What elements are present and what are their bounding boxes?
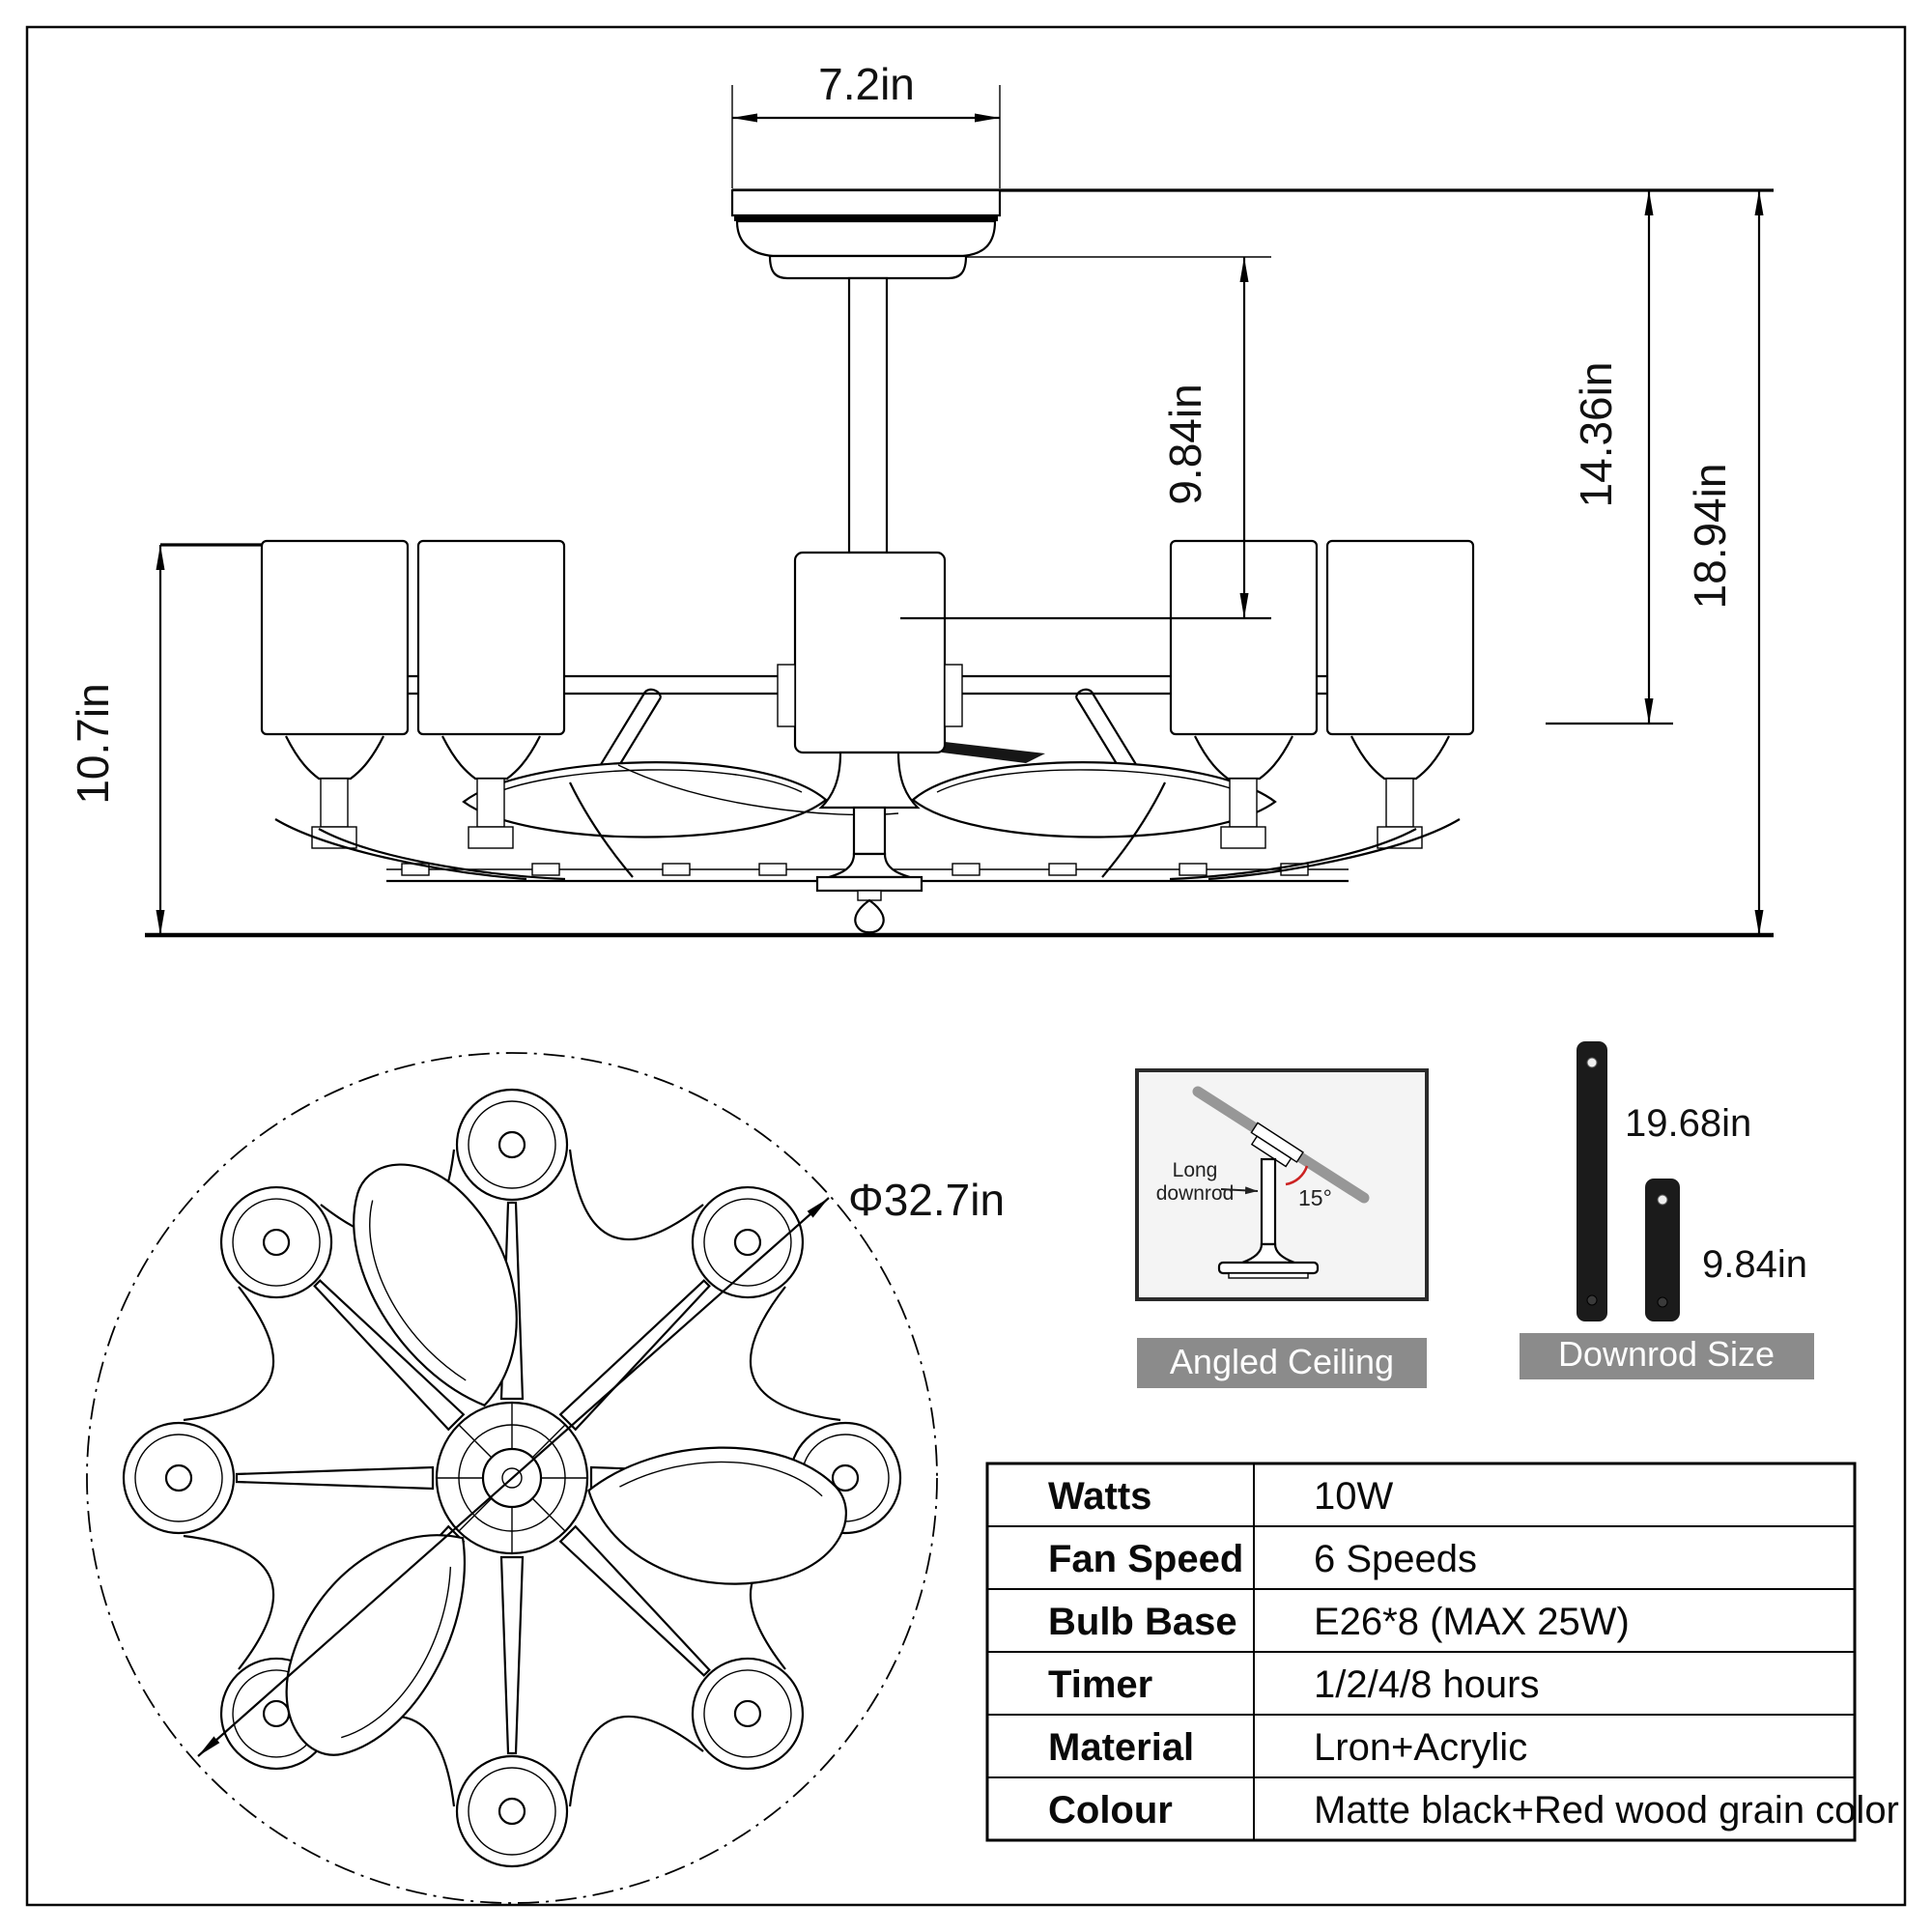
lamp-shades <box>260 539 1475 736</box>
downrod-short-label: 9.84in <box>1702 1243 1807 1286</box>
rail-joint <box>952 863 980 876</box>
cage-curve <box>569 781 634 878</box>
downrod-size-panel: 19.68in 9.84in Downrod Size <box>1520 1041 1814 1379</box>
canopy-band <box>734 214 998 221</box>
long-downrod-note-1: Long <box>1173 1159 1218 1181</box>
downrod-hole <box>1657 1194 1668 1206</box>
rail-joint <box>1048 863 1077 876</box>
spec-row-label: Timer <box>1048 1663 1152 1706</box>
fan-blade-right-line <box>936 769 1247 795</box>
downrod-hole <box>1586 1294 1598 1306</box>
rail-joint <box>758 863 787 876</box>
spec-table: Watts 10W Fan Speed 6 Speeds Bulb Base E… <box>985 1462 1899 1842</box>
fan-blade-edge-dark <box>942 742 1045 763</box>
angle-arc <box>1285 1165 1309 1186</box>
lamp-socket-cap <box>1220 826 1266 849</box>
spec-row-label: Watts <box>1048 1475 1151 1518</box>
fan-blade-left-line <box>492 769 803 795</box>
spec-row-label: Colour <box>1048 1789 1173 1832</box>
lamp-socket-stem <box>320 778 349 828</box>
spec-table-gridlines <box>987 1463 1855 1840</box>
spec-row-label: Bulb Base <box>1048 1601 1237 1643</box>
mini-downrod <box>1260 1157 1277 1246</box>
fan-blade-right <box>911 761 1277 838</box>
spec-row-label: Fan Speed <box>1048 1538 1243 1580</box>
lamp-socket-stem <box>476 778 505 828</box>
lamp-shade <box>1325 539 1475 736</box>
lamp-shade <box>260 539 410 736</box>
light-hub <box>497 1130 526 1159</box>
cage-rail-joints <box>401 863 1309 876</box>
mini-base-disc <box>1217 1261 1320 1275</box>
hub-neck <box>818 751 921 810</box>
spec-row-value: 6 Speeds <box>1314 1538 1477 1580</box>
dim-label-diameter: Φ32.7in <box>848 1175 1005 1225</box>
hub-shaft <box>852 806 887 856</box>
column-tab-left <box>777 664 796 727</box>
angled-ceiling-label-bar <box>1137 1338 1427 1388</box>
long-downrod-note-2: downrod <box>1156 1182 1235 1205</box>
canopy-top <box>730 188 1002 217</box>
angled-ceiling-panel: 15° Long downrod Angled Ceiling <box>1135 1068 1429 1388</box>
downrod-short <box>1645 1179 1680 1321</box>
top-view-drawing: Φ32.7in <box>86 1052 1005 1904</box>
hub-plate <box>815 875 923 893</box>
spec-row-value: 10W <box>1314 1475 1393 1518</box>
lamp-socket-cap <box>468 826 514 849</box>
mini-canopy <box>1250 1122 1304 1168</box>
lamp-socket-stem <box>1385 778 1414 828</box>
dim-line-diameter <box>197 1197 830 1757</box>
finial-stem <box>857 890 882 901</box>
dim-label-total: 18.94in <box>1685 464 1735 610</box>
spec-row-label: Material <box>1048 1726 1194 1769</box>
dim-label-body: 14.36in <box>1571 362 1621 508</box>
angle-label: 15° <box>1298 1185 1332 1210</box>
downrod-long <box>1577 1041 1607 1321</box>
cage-curve <box>1208 818 1461 881</box>
spec-table-rows: Watts 10W Fan Speed 6 Speeds Bulb Base E… <box>1048 1475 1899 1832</box>
cage-curve <box>318 828 566 881</box>
side-view-drawing: 7.2in <box>68 59 1774 938</box>
spec-row-value: E26*8 (MAX 25W) <box>1314 1601 1630 1643</box>
downrod-long-label: 19.68in <box>1625 1102 1751 1145</box>
rail-joint <box>662 863 691 876</box>
downrod-side <box>847 276 889 554</box>
rail-joint <box>1179 863 1208 876</box>
lamp-holders <box>285 735 1450 849</box>
light-hub <box>497 1797 526 1826</box>
light-mid <box>468 1100 556 1189</box>
dim-label-height: 10.7in <box>68 683 118 804</box>
downrod-hole <box>1657 1296 1668 1308</box>
dim-label-rod: 9.84in <box>1160 384 1210 504</box>
note-arrow <box>1220 1186 1259 1195</box>
cage-curve <box>1101 781 1166 878</box>
mini-canopy-dome <box>1250 1135 1293 1168</box>
column-tab-right <box>944 664 963 727</box>
cage-curve <box>274 818 527 881</box>
lamp-shade <box>416 539 566 736</box>
sweep-circle-dashed <box>86 1052 938 1904</box>
dim-label-width: 7.2in <box>818 59 915 109</box>
lamp-socket-stem <box>1229 778 1258 828</box>
spec-row-value: 1/2/4/8 hours <box>1314 1663 1540 1706</box>
fan-blade-left <box>462 761 828 838</box>
light-hub <box>831 1463 860 1492</box>
motor-column <box>793 551 947 754</box>
finial-teardrop <box>854 898 885 934</box>
canopy-dome <box>735 219 997 258</box>
spec-row-value: Lron+Acrylic <box>1314 1726 1527 1769</box>
angled-ceiling-title: Angled Ceiling <box>1170 1342 1394 1381</box>
mini-base-rim <box>1228 1272 1309 1279</box>
canopy-lip <box>768 254 968 280</box>
spec-row-value: Matte black+Red wood grain color <box>1314 1789 1899 1832</box>
downrod-label-bar <box>1520 1333 1814 1379</box>
downrod-hole <box>1586 1057 1598 1068</box>
light-hub <box>164 1463 193 1492</box>
light-mid <box>468 1767 556 1856</box>
downrod-size-title: Downrod Size <box>1558 1334 1775 1374</box>
cage-curve <box>1169 828 1417 881</box>
rail-joint <box>531 863 560 876</box>
